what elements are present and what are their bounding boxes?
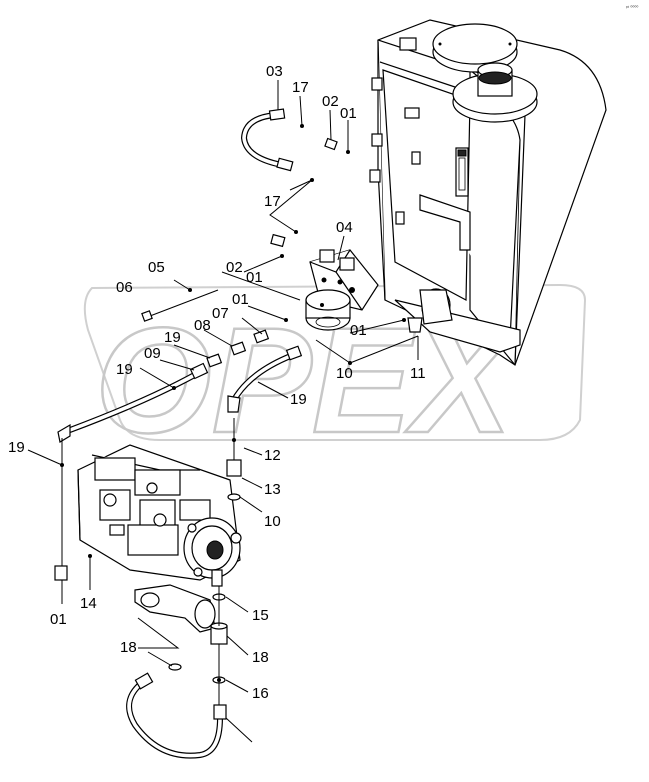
hose-09 [54, 362, 209, 581]
callout-13: 10 [264, 513, 281, 530]
callout-10: 01 [50, 611, 67, 628]
callout-02: 02 [322, 93, 339, 110]
callout-18: 16 [252, 685, 269, 702]
callout-08: 19 [164, 329, 181, 346]
callout-18: 18 [120, 639, 137, 656]
callout-19: 10 [336, 365, 353, 382]
leader-lines [27, 80, 419, 743]
corner-mark: ᵖᵗ ⁰⁰⁰⁰ [626, 5, 638, 11]
callout-01: 01 [340, 105, 357, 122]
callout-06: 06 [116, 279, 133, 296]
tank-filler-cap [432, 23, 518, 73]
callout-07: 07 [212, 305, 229, 322]
callout-04: 04 [336, 219, 353, 236]
callout-01: 01 [232, 291, 249, 308]
callout-11: 19 [290, 391, 307, 408]
callout-03: 03 [266, 63, 283, 80]
callout-05: 05 [148, 259, 165, 276]
callout-19: 19 [8, 439, 25, 456]
hose-16 [126, 672, 227, 759]
valve-block [305, 249, 379, 331]
callout-17: 17 [264, 193, 281, 210]
callout-02: 02 [226, 259, 243, 276]
hydraulic-pump [77, 444, 242, 633]
callout-14: 15 [252, 607, 269, 624]
hose-03 [240, 108, 294, 172]
callout-01: 01 [350, 322, 367, 339]
callout-17: 17 [292, 79, 309, 96]
callout-01: 14 [80, 595, 97, 612]
suction-port [394, 288, 521, 353]
callout-19: 12 [264, 447, 281, 464]
callout-15: 18 [252, 649, 269, 666]
hose-11 [227, 345, 303, 413]
callout-08: 08 [194, 317, 211, 334]
callout-10: 11 [410, 365, 426, 382]
tank-breather-cap [452, 62, 538, 123]
callout-09: 19 [116, 361, 133, 378]
leader-dots [60, 124, 406, 682]
callout-01: 01 [246, 269, 263, 286]
hydraulic-tank [369, 19, 607, 366]
callout-19: 09 [144, 345, 161, 362]
callout-labels: 03 17 02 01 17 04 05 02 01 06 01 07 08 0… [8, 63, 426, 702]
callout-12: 13 [264, 481, 281, 498]
